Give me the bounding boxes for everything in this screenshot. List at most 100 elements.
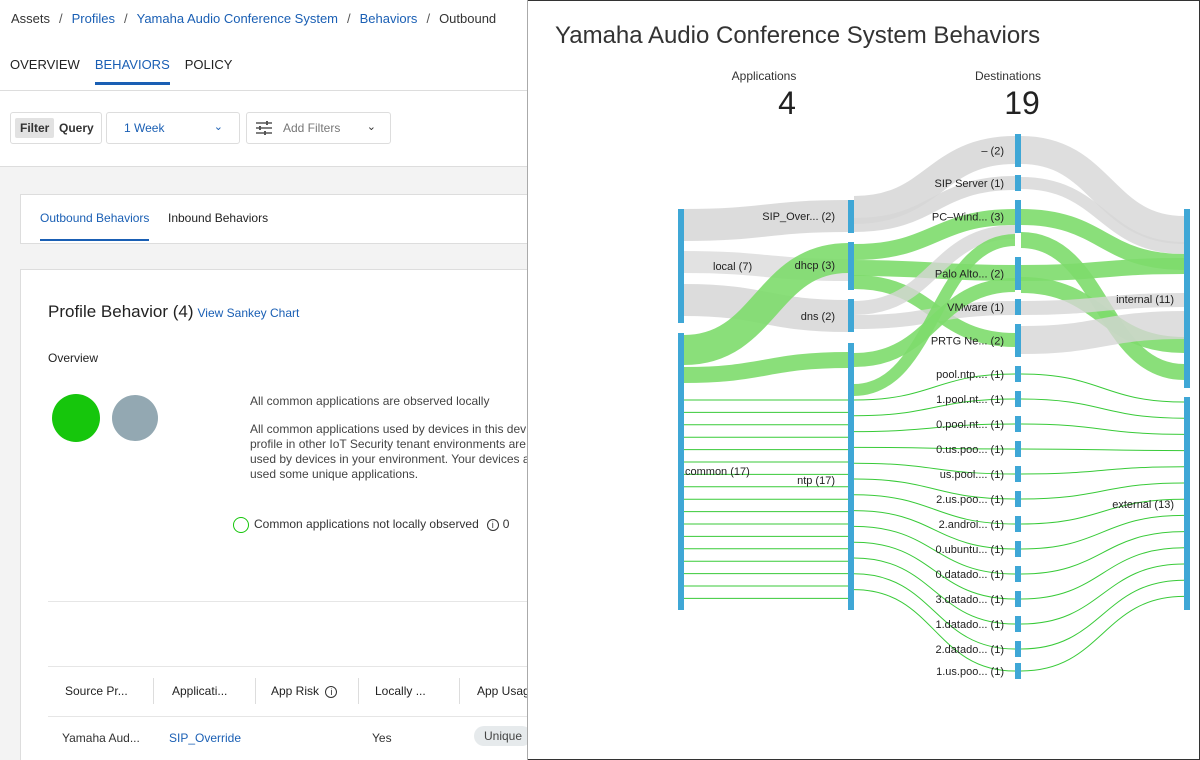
dest-node-2 — [1015, 200, 1021, 233]
link-dest-external-8 — [1020, 531, 1185, 575]
source-label-common: common (17) — [685, 466, 750, 478]
info-icon[interactable]: i — [486, 519, 499, 531]
dest-label-9: 0.us.poo... (1) — [936, 444, 1004, 456]
dest-label-10: us.pool.... (1) — [940, 469, 1004, 481]
applications-header: Applications — [732, 69, 797, 83]
cell-locally-observed: Yes — [372, 731, 392, 745]
query-toggle[interactable]: Query — [59, 121, 94, 135]
network-label-internal: internal (11) — [1116, 294, 1174, 306]
local-apps-circle[interactable] — [52, 394, 100, 442]
dest-node-15 — [1015, 591, 1021, 607]
source-node-local — [678, 209, 684, 323]
link-local-sip — [683, 200, 849, 241]
breadcrumb-profiles[interactable]: Profiles — [71, 11, 115, 26]
dest-node-9 — [1015, 441, 1021, 457]
link-dhcp-pcwin — [853, 209, 1016, 260]
time-range-value: 1 Week — [124, 121, 165, 135]
breadcrumb-behaviors[interactable]: Behaviors — [359, 11, 418, 26]
link-paloalto-internal — [1020, 258, 1185, 281]
app-label-3: ntp (17) — [797, 475, 835, 487]
column-header-locally-observed[interactable]: Locally ... — [375, 684, 426, 698]
filter-query-toggle: Filter Query — [10, 112, 102, 144]
link-common-dhcp — [683, 243, 849, 365]
column-header-source-profile[interactable]: Source Pr... — [65, 684, 128, 698]
link-ntp-dest-9 — [853, 541, 1016, 600]
link-ntp-pcwin — [853, 234, 1016, 396]
dest-label-12: 2.androi... (1) — [939, 519, 1004, 531]
dest-node-6 — [1015, 366, 1021, 382]
link-ntp-dest-0 — [853, 373, 1016, 401]
link-dest-external-11 — [1020, 579, 1185, 650]
other-apps-circle[interactable] — [112, 395, 158, 441]
divider — [0, 90, 527, 91]
column-header-app-risk[interactable]: App Risk i — [271, 684, 338, 698]
column-header-app-usage[interactable]: App Usage — [477, 684, 527, 698]
link-ntp-dest-6 — [853, 494, 1016, 525]
link-dns-pcwin — [853, 225, 1016, 315]
dest-label-16: 1.datado... (1) — [936, 619, 1005, 631]
breadcrumb-assets[interactable]: Assets — [11, 11, 51, 26]
dest-node-4 — [1015, 299, 1021, 315]
dest-node-13 — [1015, 541, 1021, 557]
link-ntp-dest-7 — [853, 510, 1016, 550]
column-header-application[interactable]: Applicati... — [172, 684, 228, 698]
dest-node-7 — [1015, 391, 1021, 407]
cell-source-profile: Yamaha Aud... — [62, 731, 140, 745]
green-ring-icon — [233, 517, 249, 533]
add-filters-button[interactable]: Add Filters ⌄ — [246, 112, 391, 144]
dest-label-0: – (2) — [981, 146, 1004, 158]
view-sankey-chart-link[interactable]: View Sankey Chart — [197, 306, 300, 320]
link-dest-external-5 — [1020, 482, 1185, 500]
cell-application-link[interactable]: SIP_Override — [169, 731, 242, 745]
tab-overview[interactable]: OVERVIEW — [10, 57, 80, 72]
not-observed-count: 0 — [502, 517, 510, 532]
dest-label-1: SIP Server (1) — [935, 178, 1005, 190]
tab-policy[interactable]: POLICY — [184, 57, 233, 72]
link-ntp-dest-1 — [853, 398, 1016, 417]
chevron-down-icon: ⌄ — [366, 121, 376, 133]
link-dest-external-3 — [1020, 448, 1185, 452]
link-sipserver-internal — [1020, 177, 1185, 254]
tab-inbound-behaviors[interactable]: Inbound Behaviors — [168, 211, 269, 225]
link-ntp-dest-5 — [853, 478, 1016, 500]
app-label-2: dns (2) — [801, 311, 835, 323]
sankey-title: Yamaha Audio Conference System Behaviors — [555, 22, 1041, 49]
link-dest-external-0 — [1020, 373, 1185, 403]
observed-description: All common applications used by devices … — [250, 422, 527, 481]
app-label-0: SIP_Over... (2) — [762, 211, 835, 223]
dest-node-11 — [1015, 491, 1021, 507]
dest-label-18: 1.us.poo... (1) — [936, 666, 1004, 678]
breadcrumb-profile-name[interactable]: Yamaha Audio Conference System — [136, 11, 338, 26]
dest-node-3 — [1015, 257, 1021, 290]
dest-node-10 — [1015, 466, 1021, 482]
applications-count: 4 — [778, 85, 796, 121]
profile-behavior-title: Profile Behavior (4)View Sankey Chart — [48, 302, 300, 321]
dest-node-5 — [1015, 324, 1021, 357]
link-dest-external-10 — [1020, 563, 1185, 625]
filter-toggle[interactable]: Filter — [15, 118, 55, 138]
destinations-header: Destinations — [975, 69, 1041, 83]
pane-divider — [527, 0, 528, 760]
link-dest-external-2 — [1020, 423, 1185, 435]
sankey-panel: Yamaha Audio Conference System Behaviors… — [528, 0, 1200, 760]
link-common-ntp-band — [683, 352, 849, 383]
column-divider — [153, 678, 154, 704]
link-dest-external-7 — [1020, 514, 1185, 550]
link-dash-internal — [1020, 136, 1185, 244]
link-vmware-internal — [1020, 293, 1185, 315]
info-icon[interactable]: i — [325, 686, 338, 698]
profile-behavior-card: Profile Behavior (4)View Sankey Chart Ov… — [20, 269, 527, 760]
divider — [48, 601, 527, 602]
link-ntp-dest-10 — [853, 557, 1016, 625]
link-paloalto-internal-2 — [1020, 277, 1185, 353]
network-node-internal — [1184, 209, 1190, 388]
chevron-down-icon: ⌄ — [213, 121, 223, 133]
tab-outbound-behaviors[interactable]: Outbound Behaviors — [40, 211, 150, 241]
source-node-common — [678, 333, 684, 610]
tab-behaviors[interactable]: BEHAVIORS — [94, 57, 170, 85]
time-range-select[interactable]: 1 Week ⌄ — [106, 112, 240, 144]
link-dest-external-4 — [1020, 466, 1185, 475]
breadcrumb: Assets/Profiles/Yamaha Audio Conference … — [11, 11, 497, 26]
dest-label-5: PRTG Ne... (2) — [931, 336, 1004, 348]
link-ntp-dest-11 — [853, 573, 1016, 650]
